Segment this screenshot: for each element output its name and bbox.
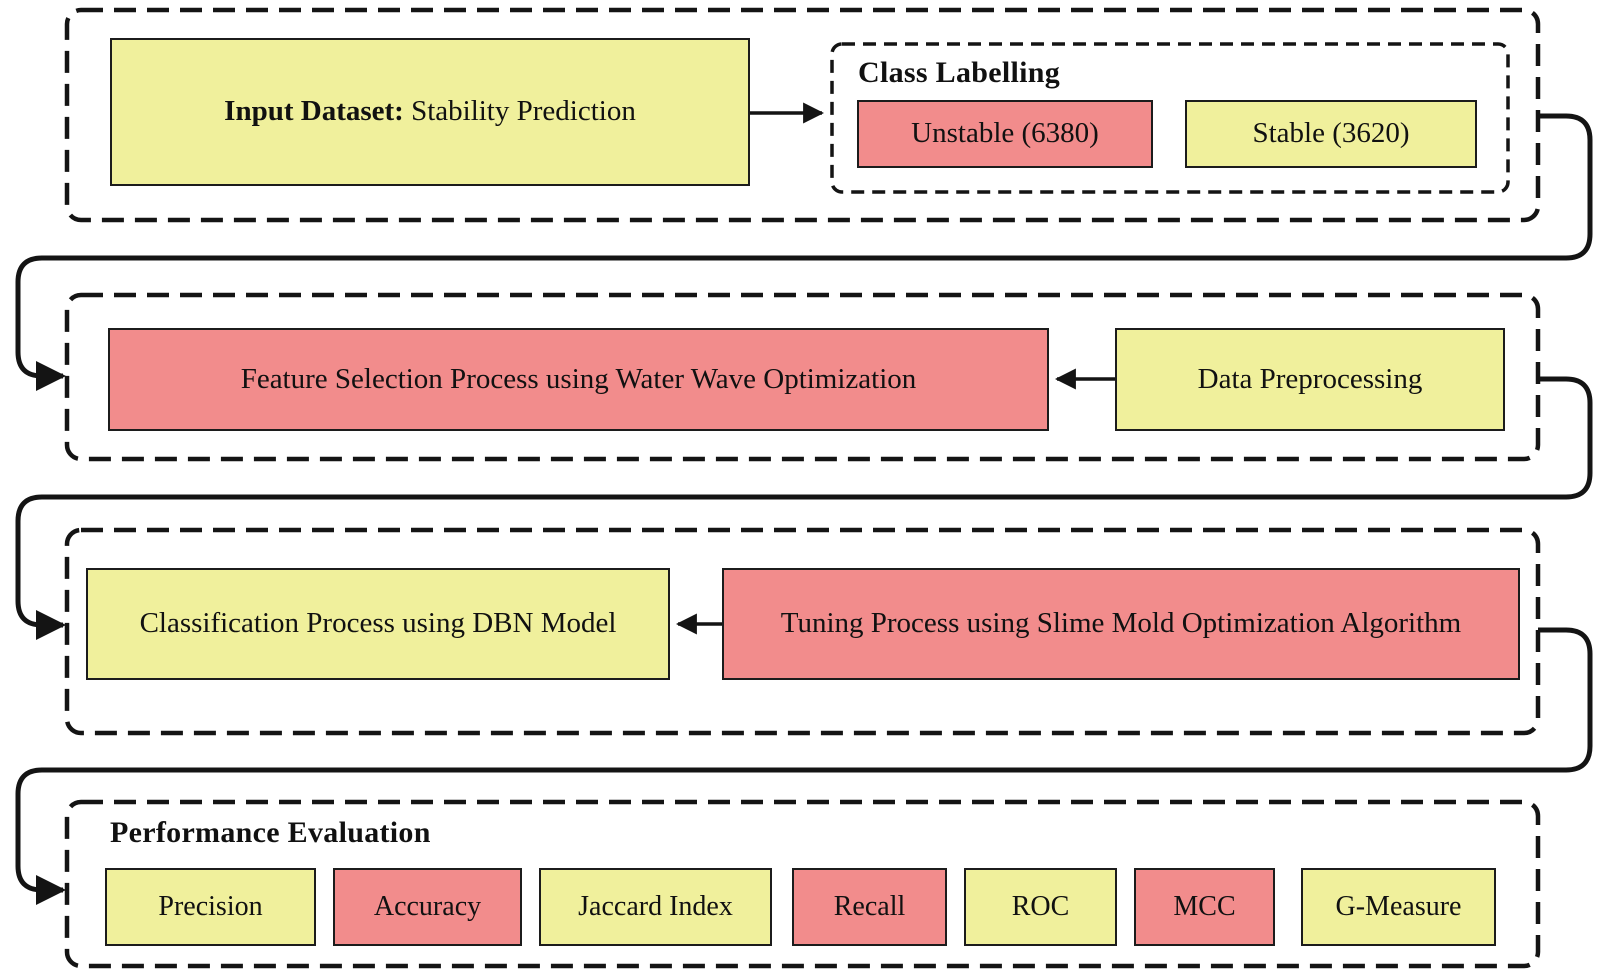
metric-box-recall: Recall xyxy=(792,868,947,946)
input-dataset-label-bold: Input Dataset: xyxy=(224,95,404,128)
stable-class-box: Stable (3620) xyxy=(1185,100,1477,168)
input-dataset-label-rest: Stability Prediction xyxy=(411,95,636,128)
tuning-box: Tuning Process using Slime Mold Optimiza… xyxy=(722,568,1520,680)
metric-box-roc: ROC xyxy=(964,868,1117,946)
metric-box-g-measure: G-Measure xyxy=(1301,868,1496,946)
performance-evaluation-title: Performance Evaluation xyxy=(110,816,431,849)
data-preprocessing-box: Data Preprocessing xyxy=(1115,328,1505,431)
metric-box-accuracy: Accuracy xyxy=(333,868,522,946)
metric-box-jaccard-index: Jaccard Index xyxy=(539,868,772,946)
class-labelling-title: Class Labelling xyxy=(858,56,1061,89)
metric-box-precision: Precision xyxy=(105,868,316,946)
feature-selection-box: Feature Selection Process using Water Wa… xyxy=(108,328,1049,431)
metric-box-mcc: MCC xyxy=(1134,868,1275,946)
unstable-class-box: Unstable (6380) xyxy=(857,100,1153,168)
input-dataset-label: Input Dataset: Stability Prediction xyxy=(224,95,636,128)
input-dataset-box: Input Dataset: Stability Prediction xyxy=(110,38,750,186)
classification-box: Classification Process using DBN Model xyxy=(86,568,670,680)
